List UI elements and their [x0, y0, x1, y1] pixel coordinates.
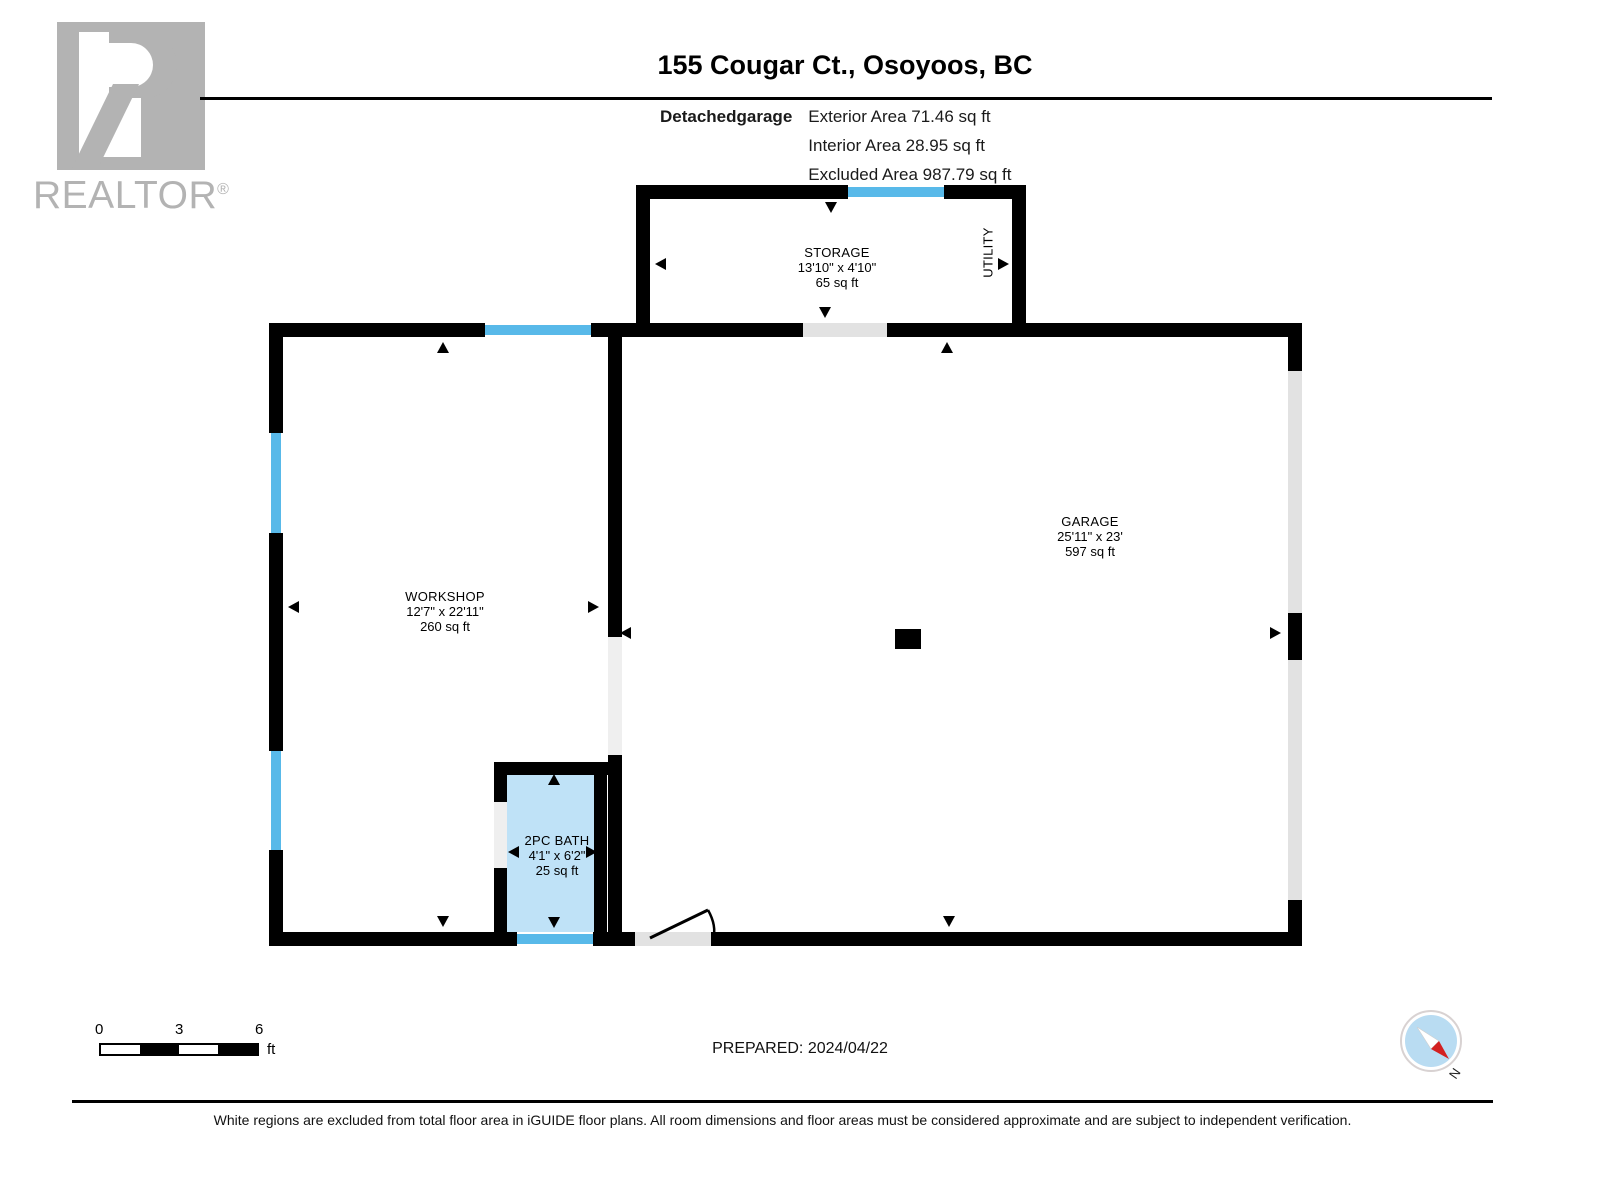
- bath-name: 2PC BATH: [524, 833, 590, 848]
- utility-name: UTILITY: [980, 227, 996, 278]
- workshop-name: WORKSHOP: [405, 589, 485, 604]
- excluded-area: Excluded Area 987.79 sq ft: [808, 165, 1012, 184]
- storage-dim-arrow-bottom: [819, 307, 831, 318]
- summary-level-label: Detachedgarage: [660, 107, 793, 126]
- realtor-wordmark-text: REALTOR: [33, 174, 218, 217]
- garage-dimensions: 25'11" x 23': [1057, 529, 1123, 545]
- scale-bar-ticks: [99, 1043, 259, 1056]
- prepared-date: PREPARED: 2024/04/22: [712, 1040, 888, 1057]
- storage-wall-top-left: [636, 185, 848, 199]
- workshop-wall-top-right: [591, 323, 803, 337]
- registered-mark: ®: [217, 181, 230, 198]
- garage-wall-right-b: [1288, 613, 1302, 660]
- area-summary: Detachedgarage Exterior Area 71.46 sq ft…: [660, 107, 1011, 194]
- compass-needle-icon: [1416, 1026, 1449, 1059]
- realtor-wordmark: REALTOR®: [33, 174, 229, 218]
- workshop-garage-doorway: [608, 637, 622, 755]
- garage-area: 597 sq ft: [1065, 544, 1115, 560]
- storage-name: STORAGE: [804, 245, 870, 260]
- storage-wall-top-right: [944, 185, 1026, 199]
- bath-wall-left-lower: [494, 868, 507, 940]
- garage-floor-marker: [895, 629, 921, 649]
- garage-wall-top: [887, 323, 1302, 337]
- storage-dim-arrow-top: [825, 202, 837, 213]
- workshop-wall-top-left: [269, 323, 485, 337]
- storage-area: 65 sq ft: [815, 275, 859, 291]
- room-label-utility: UTILITY: [981, 213, 996, 293]
- scale-tick-0: 0: [95, 1021, 104, 1038]
- realtor-logo: REALTOR®: [33, 22, 229, 217]
- bath-wall-top: [494, 762, 621, 775]
- footer-divider: [72, 1100, 1493, 1103]
- garage-wall-bottom: [711, 932, 1302, 946]
- workshop-garage-divider-lower: [608, 755, 622, 932]
- workshop-window-left-upper: [269, 433, 283, 533]
- workshop-wall-bottom-a: [269, 932, 517, 946]
- workshop-area: 260 sq ft: [420, 619, 470, 635]
- garage-dim-arrow-right: [1270, 627, 1281, 639]
- garage-dim-arrow-left: [620, 627, 631, 639]
- workshop-wall-left-a: [269, 323, 283, 433]
- exterior-area: Exterior Area 71.46 sq ft: [808, 107, 991, 126]
- workshop-window-top: [485, 323, 591, 337]
- page-title: 155 Cougar Ct., Osoyoos, BC: [657, 50, 1033, 80]
- scale-tick-3: 3: [175, 1021, 184, 1038]
- workshop-garage-divider-upper: [608, 337, 622, 637]
- scale-unit-label: ft: [267, 1041, 276, 1058]
- bath-area: 25 sq ft: [535, 863, 579, 879]
- garage-entry-door-swing: [649, 908, 716, 940]
- garage-wall-right-a: [1288, 323, 1302, 371]
- bath-wall-right: [594, 762, 607, 940]
- garage-side-opening-upper: [1288, 371, 1302, 613]
- storage-dim-arrow-left: [655, 258, 666, 270]
- scale-bar: 0 3 6 ft: [95, 1021, 275, 1058]
- workshop-dim-arrow-left: [288, 601, 299, 613]
- bath-wall-left-upper: [494, 762, 507, 802]
- realtor-r-mark: [57, 22, 205, 170]
- compass-north-label: N: [1445, 1065, 1464, 1082]
- garage-side-opening-lower: [1288, 660, 1302, 900]
- bath-dimensions: 4'1" x 6'2": [528, 848, 586, 864]
- scale-tick-6: 6: [255, 1021, 264, 1038]
- bath-dim-arrow-bottom: [548, 917, 560, 928]
- storage-dimensions: 13'10" x 4'10": [797, 260, 877, 276]
- workshop-dim-arrow-right: [588, 601, 599, 613]
- main-interior-fill: [282, 337, 1289, 940]
- garage-name: GARAGE: [1061, 514, 1119, 529]
- garage-dim-arrow-top: [941, 342, 953, 353]
- utility-dim-arrow-right: [998, 258, 1009, 270]
- workshop-wall-left-b: [269, 533, 283, 751]
- room-label-bath: 2PC BATH 4'1" x 6'2" 25 sq ft: [457, 833, 657, 879]
- storage-room-fill: [650, 198, 1024, 323]
- room-label-garage: GARAGE 25'11" x 23' 597 sq ft: [990, 514, 1190, 560]
- workshop-window-left-lower: [269, 751, 283, 850]
- interior-area: Interior Area 28.95 sq ft: [808, 136, 985, 155]
- title-divider: [200, 97, 1492, 100]
- workshop-wall-left-c: [269, 850, 283, 946]
- room-label-workshop: WORKSHOP 12'7" x 22'11" 260 sq ft: [345, 589, 545, 635]
- storage-window-top: [848, 185, 944, 199]
- room-label-storage: STORAGE 13'10" x 4'10" 65 sq ft: [737, 245, 937, 291]
- bath-window-bottom: [517, 932, 593, 946]
- utility-wall-right: [1012, 185, 1026, 325]
- workshop-dim-arrow-bottom: [437, 916, 449, 927]
- garage-dim-arrow-bottom: [943, 916, 955, 927]
- workshop-dim-arrow-top: [437, 342, 449, 353]
- compass-rose: N: [1400, 1010, 1470, 1090]
- bath-dim-arrow-top: [548, 774, 560, 785]
- bath-dim-arrow-right: [586, 846, 597, 858]
- bath-dim-arrow-left: [508, 846, 519, 858]
- footer-disclaimer: White regions are excluded from total fl…: [213, 1112, 1352, 1128]
- bath-doorway: [494, 802, 507, 868]
- summary-values: Exterior Area 71.46 sq ft Interior Area …: [808, 107, 1011, 194]
- storage-doorway-opening: [803, 323, 887, 337]
- workshop-dimensions: 12'7" x 22'11": [406, 604, 484, 620]
- storage-wall-left: [636, 185, 650, 325]
